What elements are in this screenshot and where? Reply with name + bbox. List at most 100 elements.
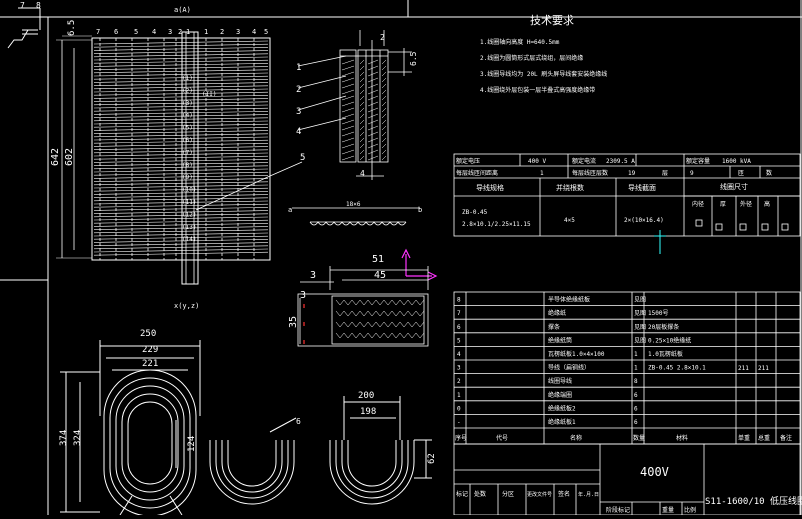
winding-turn-line [93,181,269,186]
hatch-line [335,332,341,339]
winding-turn-line [93,88,269,93]
wi-r2-7: 数 [766,169,772,177]
hatch-line [391,332,397,339]
hatch-line [387,299,393,306]
turn-number-right: 2 [220,28,224,36]
hatch-line [339,332,345,339]
tech-req-1: 1.线圈轴向高度 H=640.5mm [480,38,560,46]
hatch-line [419,310,425,317]
layer-marker: (11) [182,199,196,206]
hatch-line [335,310,341,317]
bom-cell: 见图 [634,297,646,304]
hatch-line [341,101,355,107]
hatch-line [355,299,361,306]
winding-turn-line [93,133,269,138]
winding-turn-line [93,139,269,144]
bom-cell: 5 [457,337,461,344]
bom-cell: 0 [457,405,461,412]
winding-turn-line [93,184,269,189]
hatch-line [381,59,387,65]
winding-turn-line [93,75,269,80]
hatch-line [367,131,379,137]
winding-turn-line [93,200,269,205]
hatch-line [363,332,369,339]
winding-turn-line [93,82,269,86]
xs-leader-1: 1 [296,63,301,73]
wi-r1-4: 额定容量 [686,157,710,165]
layer-marker: (7) [182,149,193,156]
hatch-line [367,321,373,328]
dim-374: 374 [59,430,69,446]
xs-leader-4: 4 [296,127,301,137]
hatch-line [381,143,387,149]
winding-turn-line [93,69,269,74]
bom-h-4: 材料 [676,434,688,442]
hatch-line [411,321,417,328]
strip-label-a: a [288,206,292,214]
winding-turn-line [93,104,269,109]
bom-cell: 导线（扁铜线） [548,364,590,372]
hatch-line [341,113,355,119]
title-drawing-name: S11-1600/10 低压线圈 [705,495,802,507]
hatch-line [351,321,357,328]
turn-number-right: 1 [204,28,208,36]
hatch-line [381,95,387,101]
winding-turn-line [93,146,269,150]
hatch-line [399,299,405,306]
winding-turn-line [93,187,269,192]
wi-h-2: 导线截面 [628,183,656,192]
hatch-line [383,299,389,306]
winding-turn-line [93,178,269,182]
hatch-line [341,137,355,143]
wi-sh-2: 外径 [740,200,752,208]
hatch-line [341,65,355,71]
bom-cell: 绝缘纸筒 [548,336,572,344]
wi-r1-5: 1600 kVA [722,158,751,165]
wi-h-3: 线圈尺寸 [720,182,748,191]
bom-h-5: 单重 [738,434,750,442]
hatch-line [367,59,379,65]
bom-cell: 6 [457,324,461,331]
winding-turn-line [93,175,269,179]
bom-h-6: 总重 [758,434,770,442]
hatch-line [335,299,341,306]
winding-turn-line [93,114,269,118]
hatch-line [383,321,389,328]
hatch-line [367,149,379,155]
tb-label-3: 更改文件号 [527,491,552,498]
tb-bottom-1: 重量 [662,506,674,514]
winding-turn-line [93,40,269,45]
layer-marker: (2) [182,87,193,94]
dim-250: 250 [140,329,156,339]
winding-turn-line [93,149,269,154]
hatch-line [359,101,365,107]
winding-turn-line [93,216,269,221]
coil-winding-view [56,31,303,285]
winding-turn-line [93,223,269,227]
bom-cell: 4 [457,351,461,358]
hatch-line [341,77,355,83]
hatch-line [367,107,379,113]
hatch-line [367,299,373,306]
hatch-line [381,71,387,77]
hatch-line [363,321,369,328]
hatch-line [415,332,421,339]
u-profile-left [209,417,297,505]
hatch-line [407,299,413,306]
wi-r2-3: 19 [628,170,636,177]
hatch-line [367,137,379,143]
wi-sh-3: 高 [764,200,770,208]
wi-r1-3: 2309.5 A [606,158,635,165]
hatch-line [367,89,379,95]
wi-wire1: ZB-0.45 [462,209,488,216]
dim-221: 221 [142,359,158,369]
turn-number-left: 6 [114,28,118,36]
winding-info-cursor [654,230,666,254]
dim-3-side: 3 [300,290,306,301]
wi-r1-2: 额定电流 [572,157,596,165]
winding-turn-line [93,210,269,214]
